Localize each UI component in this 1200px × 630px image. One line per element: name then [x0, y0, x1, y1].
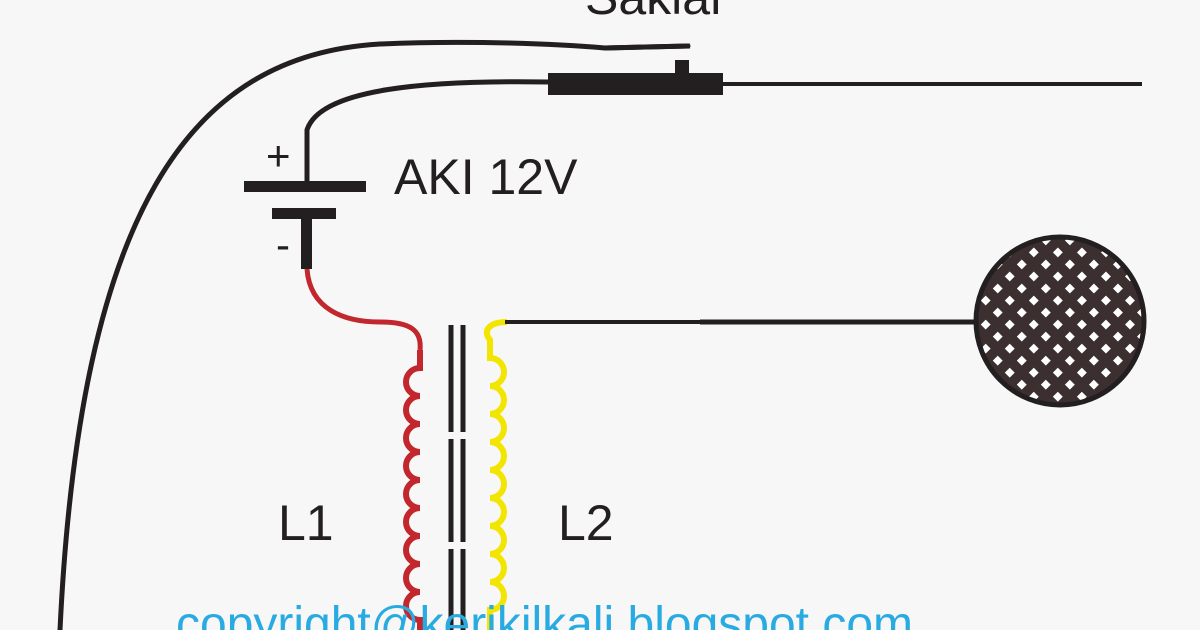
return-wire: [57, 39, 691, 630]
mesh-fill: [976, 237, 1144, 405]
mesh-outline: [973, 234, 1147, 408]
transformer-core-icon: [446, 325, 468, 630]
battery-short-plate: [272, 208, 336, 219]
battery-negative-lead: [301, 219, 312, 269]
copyright-watermark: copyright@kerikilkali.blogspot.com: [176, 598, 913, 630]
primary-coil-label: L1: [278, 495, 334, 551]
secondary-coil-label: L2: [558, 495, 614, 551]
secondary-coil-icon: [483, 319, 508, 630]
battery-symbol-icon: [244, 181, 366, 269]
switch-lever: [604, 43, 691, 51]
switch-body: [548, 73, 723, 95]
core-gap-1: [446, 432, 468, 439]
battery-minus-sign: -: [276, 221, 290, 268]
primary-input-wire: [304, 268, 423, 351]
core-gap-2: [446, 542, 468, 549]
push-switch-icon: [548, 43, 723, 95]
primary-coil-icon: [403, 350, 423, 630]
mesh-electrode-icon: [973, 234, 1147, 408]
battery-label: AKI 12V: [394, 149, 578, 205]
battery-long-plate: [244, 181, 366, 192]
battery-plus-sign: +: [266, 132, 291, 179]
switch-label: Saklar: [585, 0, 727, 25]
battery-positive-wire: [304, 79, 549, 182]
switch-button: [675, 60, 689, 74]
